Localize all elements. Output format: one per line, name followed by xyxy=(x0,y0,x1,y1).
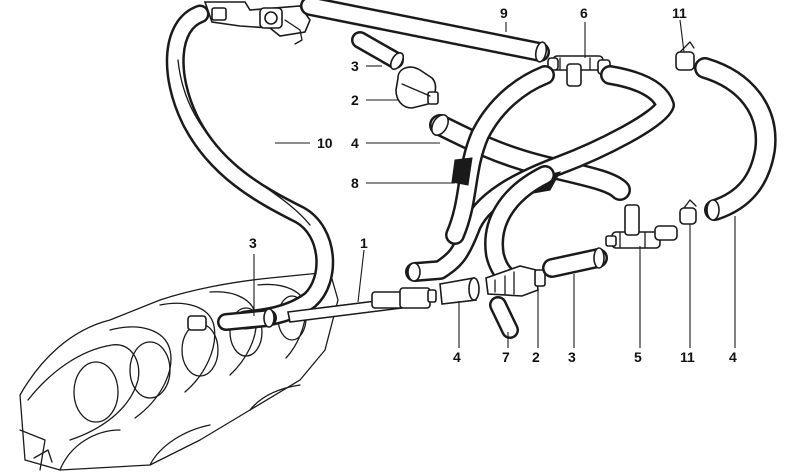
callout-4-bot: 4 xyxy=(453,349,461,365)
leader-lines xyxy=(253,19,736,348)
callout-3-bot: 3 xyxy=(568,349,576,365)
hose-9 xyxy=(300,0,550,63)
part-5-tee-connector xyxy=(605,204,678,249)
callout-3-left: 3 xyxy=(249,235,257,251)
callout-11-bot: 11 xyxy=(680,349,695,365)
callout-11-top: 11 xyxy=(672,5,687,21)
hose-4-right xyxy=(694,57,777,221)
hose-8 xyxy=(405,65,675,282)
callout-5: 5 xyxy=(634,349,642,365)
part-4-lower-sleeve xyxy=(439,277,480,305)
callout-9: 9 xyxy=(500,5,508,21)
part-3-lower-sleeve xyxy=(542,247,608,278)
part-1-pipe xyxy=(287,287,437,323)
top-valve-block xyxy=(203,1,311,45)
part-11-lower-clamp xyxy=(679,199,697,225)
part-3-left-sleeve xyxy=(217,308,277,331)
callout-2-top: 2 xyxy=(351,92,359,108)
part-3-top-sleeve xyxy=(351,31,405,70)
hose-10 xyxy=(165,4,335,330)
callout-3-top: 3 xyxy=(351,58,359,74)
part-7-stub-hose xyxy=(489,296,519,339)
callout-1: 1 xyxy=(360,235,368,251)
callout-labels: 9 6 11 3 2 4 10 8 3 1 4 7 2 3 5 11 4 xyxy=(249,5,737,365)
callout-2-bot: 2 xyxy=(532,349,540,365)
callout-10: 10 xyxy=(317,135,333,151)
part-2-top-check-valve xyxy=(395,66,439,109)
part-11-top-clamp xyxy=(675,41,695,71)
callout-4-right: 4 xyxy=(729,349,737,365)
callout-8: 8 xyxy=(351,175,359,191)
callout-7: 7 xyxy=(502,349,510,365)
part-6-tee-connector xyxy=(547,55,611,87)
callout-4-mid: 4 xyxy=(351,135,359,151)
callout-6: 6 xyxy=(580,5,588,21)
